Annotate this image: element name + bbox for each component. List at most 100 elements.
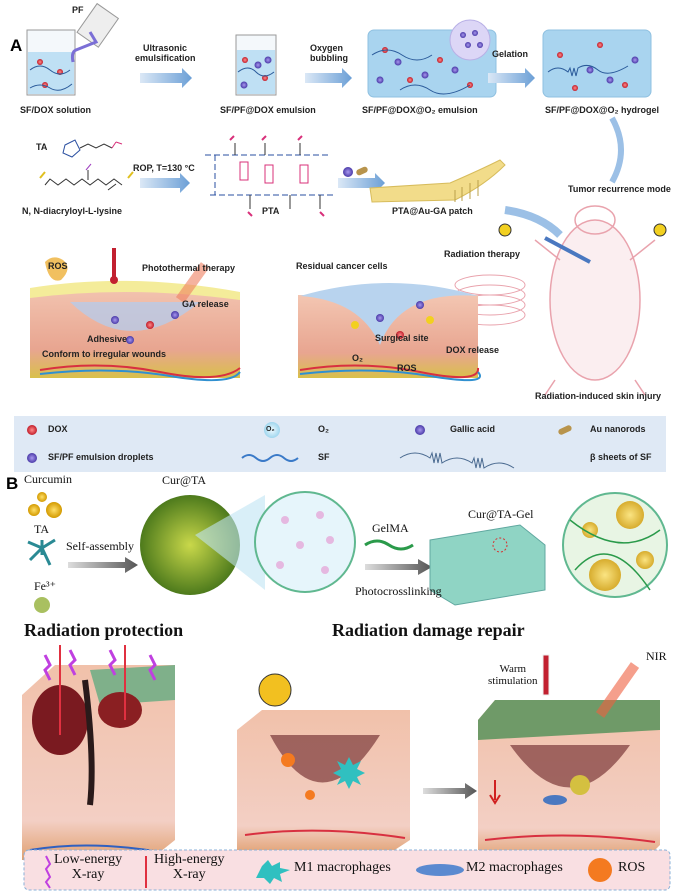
zoom-cone [195,495,265,590]
skin-block-damage [237,673,410,855]
beaker-sf-dox [26,29,76,96]
legend-droplets: SF/PF emulsion droplets [48,452,154,462]
ta-b-label: TA [34,522,50,536]
beta-sheet-wave-icon [399,451,515,469]
pta-au-ga-patch [369,159,506,203]
low-energy-line2: X-ray [71,866,105,882]
thermometer-icon [542,654,550,696]
heading-radiation-protection: Radiation protection [24,620,184,640]
curcumin-icon [28,504,40,516]
ros-icon [588,858,612,882]
ta-structure [62,139,123,158]
pf-pouring-beaker [70,2,120,63]
legend-au-nanorods: Au nanorods [590,424,646,434]
low-energy-xray-icon [44,855,52,889]
legend-o2: O₂ [318,424,329,434]
cur-ta-zoom-circle [254,491,356,593]
legend-gallic-acid: Gallic acid [450,424,496,434]
arrow-patch-to-mouse [504,206,563,238]
au-nanorod-icon [356,166,368,176]
lysine-structure [39,163,134,191]
dox-release-label: DOX release [446,345,500,355]
self-assembly-label: Self-assembly [66,539,134,553]
gel-zoom-circle [562,492,668,598]
arrow-rop [140,173,190,193]
rop-label: ROP, T=130 °C [133,163,195,173]
residual-cells-label: Residual cancer cells [296,261,388,271]
adhesive-label: Adhesive [87,334,128,344]
pta-polymer [205,135,335,217]
skin-injury-label: Radiation-induced skin injury [535,391,662,401]
surgical-site-label: Surgical site [375,333,429,343]
legend-b-box [23,849,671,891]
ta-label: TA [36,142,48,152]
skin-block-protection [22,645,175,860]
arrow-label-oxygen: Oxygen bubbling [310,43,348,63]
legend-m1: M1 macrophages [294,860,391,875]
skin-block-repair [478,654,660,860]
gel-zoom-marker [492,537,508,553]
curcumin-icon [37,492,47,502]
o2-bubble-icon [264,422,280,438]
arrow-self-assembly [68,557,138,573]
pf-label: PF [72,5,84,15]
au-nanorod-legend-icon [558,425,572,435]
low-energy-line1: Low-energy [54,852,123,867]
radiation-therapy-label: Radiation therapy [444,249,521,259]
gelma-strand-icon [364,539,414,551]
nir-label: NIR [646,649,667,663]
curcumin-label: Curcumin [24,472,72,486]
high-energy-line2: X-ray [172,866,206,882]
arrow-label-gelation: Gelation [492,49,529,59]
arrow-gelation [488,68,535,88]
radiation-icon [498,223,512,237]
cube-hydrogel [542,29,652,98]
beaker-sf-pf-dox [235,34,277,96]
mouse-illustration [534,205,656,396]
tumor-mode-label: Tumor recurrence mode [568,184,671,194]
step-label-hydrogel: SF/PF@DOX@O₂ hydrogel [545,105,660,115]
nir-beam [595,662,640,718]
patch-label: PTA@Au-GA patch [392,206,473,216]
skin-patch-application [30,248,241,382]
cur-ta-gel-label: Cur@TA-Gel [468,507,534,521]
arrow-label-ultrasonic: Ultrasonic emulsification [135,43,196,63]
ros-mid-label: ROS [397,363,417,373]
fe-ion-icon [34,597,50,613]
panel-a-label: A [10,36,23,55]
gallic-acid-icon [343,167,353,177]
step-label-sf-dox: SF/DOX solution [20,105,91,115]
gallic-acid-legend-icon [415,425,425,435]
conform-label: Conform to irregular wounds [42,349,167,359]
arrow-ultrasonic [140,68,192,88]
ros-label: ROS [48,261,68,271]
step-label-sf-pf-dox: SF/PF@DOX emulsion [220,105,316,115]
photocrosslinking-label: Photocrosslinking [355,584,442,598]
warm-line2: stimulation [488,674,538,687]
pta-label: PTA [262,206,280,216]
arrow-repair [423,783,477,799]
legend-beta-sheets: β sheets of SF [590,452,652,462]
heading-radiation-damage-repair: Radiation damage repair [332,620,525,640]
m2-macrophage-icon [416,864,464,876]
curcumin-icon [46,502,62,518]
legend-o2-icon-text: O₂ [266,426,275,433]
o2-label: O₂ [352,353,363,363]
syringe-icon [544,236,591,264]
arrow-oxygen [305,68,352,88]
lysine-label: N, N-diacryloyl-L-lysine [22,206,123,216]
high-energy-line1: High-energy [154,852,225,867]
legend-dox: DOX [48,424,68,434]
arrow-to-mouse-mode [609,116,624,184]
cube-emulsion [367,19,497,98]
dox-icon [27,425,37,435]
cur-ta-sphere [140,495,240,595]
sf-wave-icon [241,454,299,462]
droplet-icon [27,453,37,463]
radiation-icon [653,223,667,237]
